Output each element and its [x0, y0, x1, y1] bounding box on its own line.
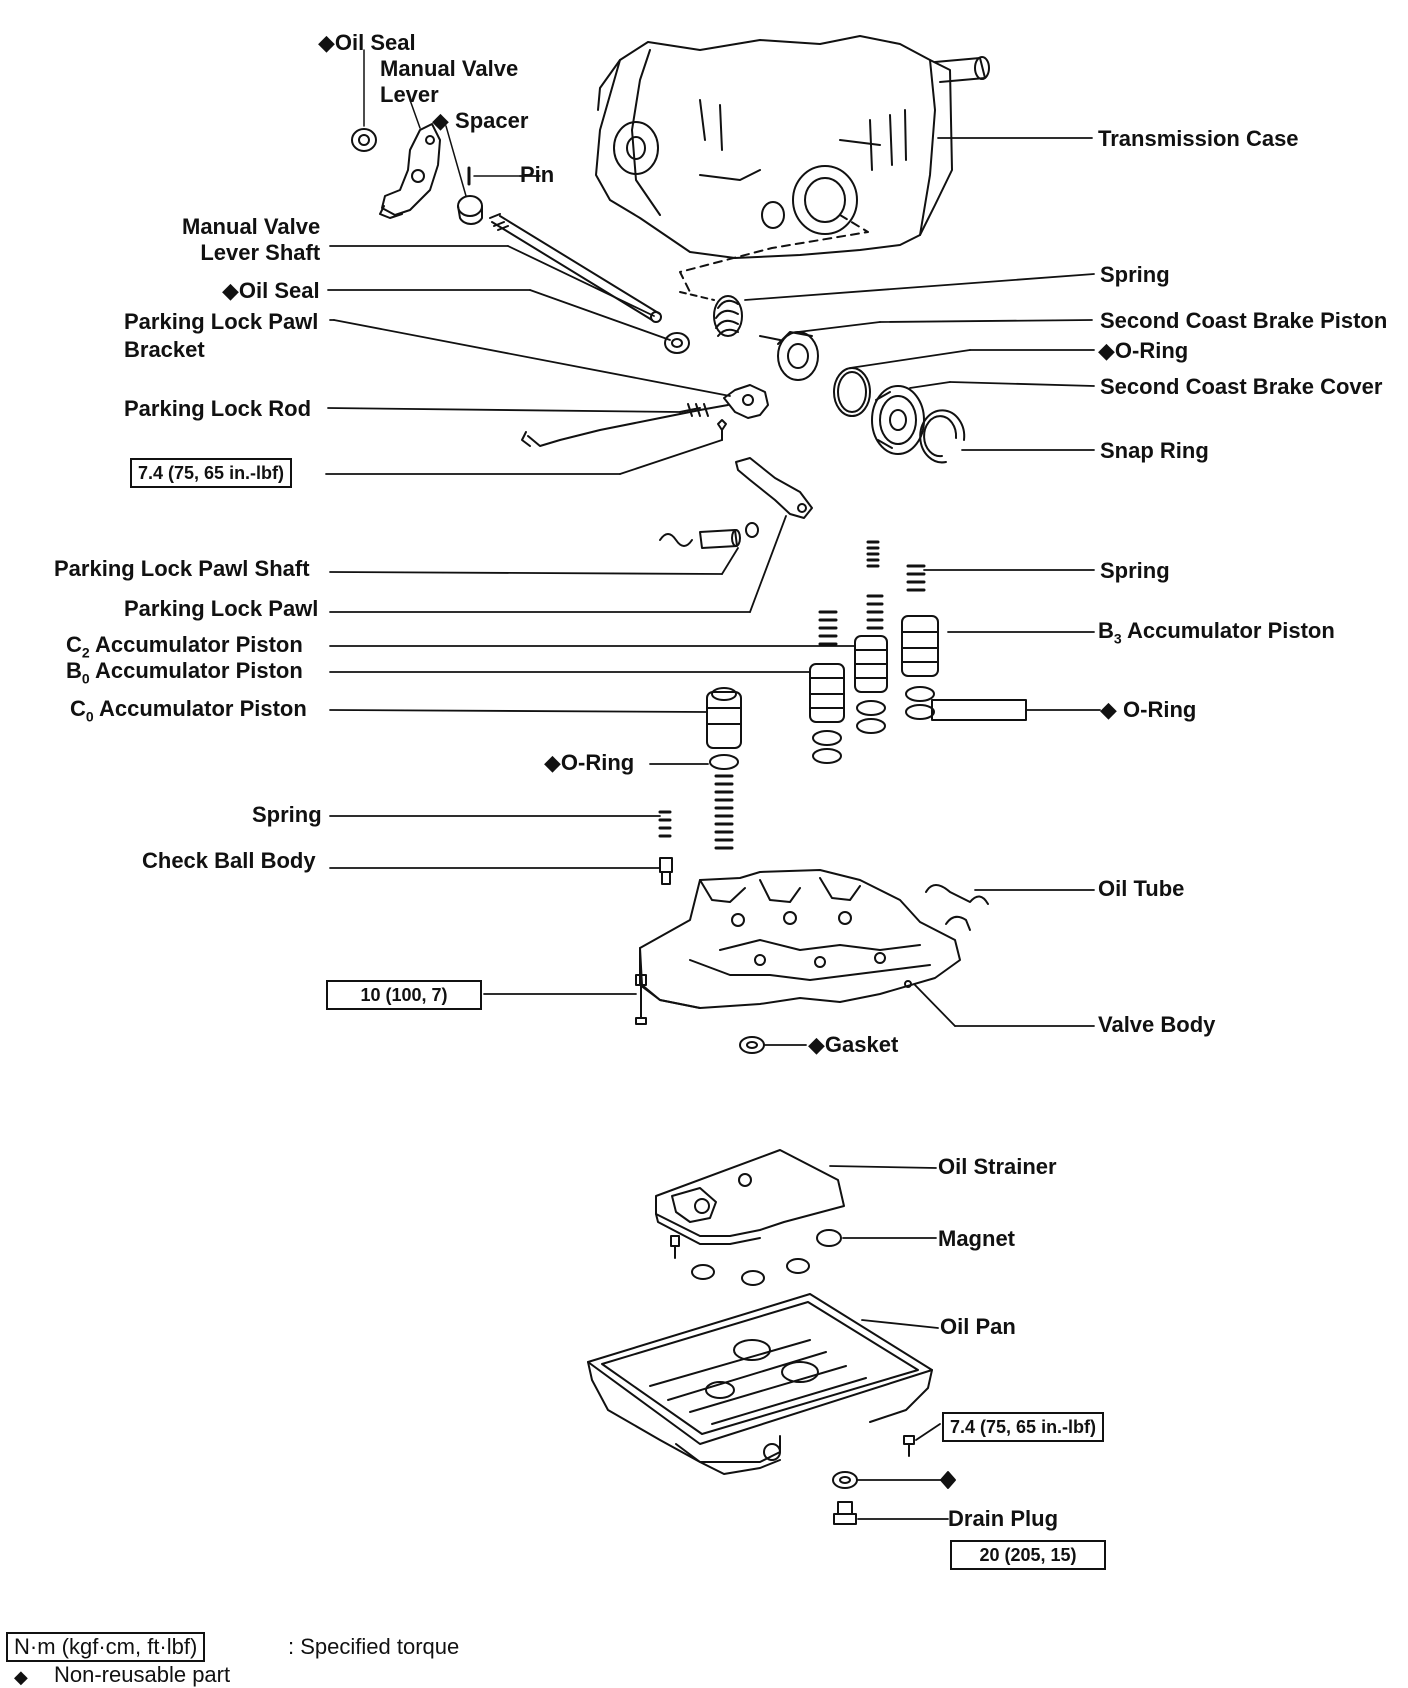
parking-lock-drawing: [521, 384, 813, 549]
label-second-coast-brake-cover: Second Coast Brake Cover: [1100, 374, 1383, 399]
label-oil-seal-mid: ◆Oil Seal: [222, 278, 320, 303]
label-spring-left: Spring: [252, 802, 322, 827]
oil-strainer-drawing: [655, 1149, 845, 1286]
label-second-coast-brake-piston: Second Coast Brake Piston: [1100, 308, 1388, 333]
label-b3-accumulator-piston: B3 Accumulator Piston: [1098, 618, 1335, 647]
label-transmission-case: Transmission Case: [1098, 126, 1299, 151]
oil-pan-drawing: [587, 1293, 956, 1525]
label-magnet: Magnet: [938, 1226, 1015, 1251]
label-o-ring-right-mid: ◆ O-Ring: [1100, 697, 1197, 722]
label-spacer: ◆ Spacer: [432, 108, 529, 133]
label-o-ring-left: ◆O-Ring: [544, 750, 635, 775]
label-pin: Pin: [520, 162, 555, 187]
label-oil-pan: Oil Pan: [940, 1314, 1016, 1339]
legend-torque-desc: : Specified torque: [288, 1634, 460, 1659]
label-check-ball-body: Check Ball Body: [142, 848, 316, 873]
label-parking-lock-pawl: Parking Lock Pawl: [124, 596, 319, 621]
label-c2-accumulator-piston: C2 Accumulator Piston: [66, 632, 303, 661]
label-spring-top: Spring: [1100, 262, 1170, 287]
legend-torque-unit-box: N·m (kgf·cm, ft·lbf): [6, 1632, 206, 1662]
label-manual-valve-lever-shaft: Manual Valve Lever Shaft: [182, 214, 321, 265]
legend-non-reusable: Non-reusable part: [54, 1662, 231, 1687]
label-oil-strainer: Oil Strainer: [938, 1154, 1057, 1179]
torque-box-oil-pan: 7.4 (75, 65 in.-lbf): [942, 1412, 1105, 1442]
torque-box-drain-plug: 20 (205, 15): [950, 1540, 1106, 1570]
label-snap-ring: Snap Ring: [1100, 438, 1209, 463]
transmission-case-drawing: [595, 35, 990, 293]
leader-lines: [325, 137, 1101, 1520]
label-gasket: ◆Gasket: [808, 1032, 899, 1057]
manual-valve-parts-drawing: [351, 49, 690, 354]
torque-box-parking-bracket: 7.4 (75, 65 in.-lbf): [130, 458, 293, 488]
label-manual-valve-lever: Manual Valve Lever: [380, 56, 519, 107]
label-parking-lock-pawl-bracket: Parking Lock Pawl Bracket: [124, 309, 319, 362]
label-b0-accumulator-piston: B0 Accumulator Piston: [66, 658, 303, 687]
label-spring-right-mid: Spring: [1100, 558, 1170, 583]
legend-diamond-icon: ◆: [14, 1667, 28, 1687]
label-parking-lock-rod: Parking Lock Rod: [124, 396, 312, 421]
label-o-ring-right-top: ◆O-Ring: [1098, 338, 1189, 363]
label-valve-body: Valve Body: [1098, 1012, 1216, 1037]
label-parking-lock-pawl-shaft: Parking Lock Pawl Shaft: [54, 556, 310, 581]
torque-box-valve-body: 10 (100, 7): [326, 980, 482, 1010]
label-drain-plug: Drain Plug: [948, 1506, 1059, 1531]
label-oil-tube: Oil Tube: [1098, 876, 1185, 901]
accumulators-drawing: [658, 540, 1027, 885]
valve-body-drawing: [635, 869, 989, 1054]
label-oil-seal-top: ◆Oil Seal: [318, 30, 416, 55]
label-c0-accumulator-piston: C0 Accumulator Piston: [70, 696, 307, 725]
